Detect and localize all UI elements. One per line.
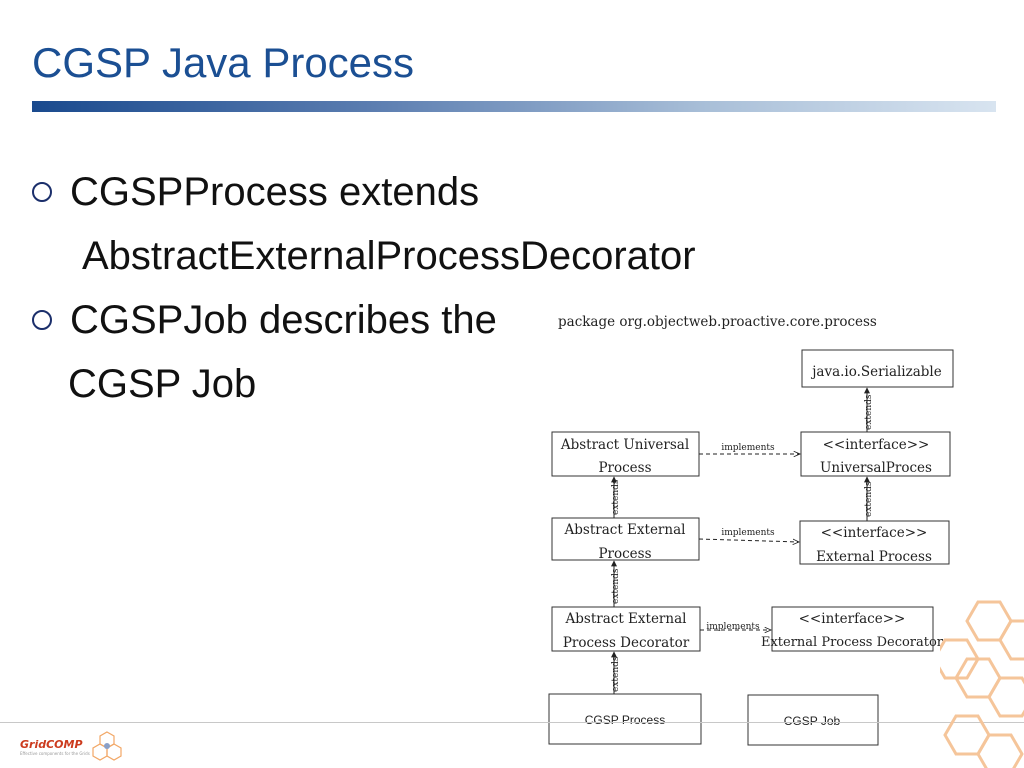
abstract-external-process-decorator-box: Abstract External Process Decorator: [551, 606, 701, 652]
implements-arrow: implements: [698, 528, 799, 542]
box-label: CGSP Process: [585, 713, 665, 727]
box-label: <<interface>>: [799, 611, 906, 627]
extends-label: extends: [611, 568, 621, 604]
circle-bullet-icon: [32, 182, 52, 202]
box-label: <<interface>>: [823, 437, 930, 453]
bullet-item: CGSPProcess extends: [30, 166, 790, 230]
hexagon-decoration: [940, 600, 1024, 768]
box-label: Abstract External: [564, 522, 686, 538]
serializable-box: java.io.Serializable: [801, 349, 954, 388]
extends-arrow: extends: [611, 476, 621, 518]
slide-title: CGSP Java Process: [32, 39, 415, 86]
extends-label: extends: [611, 656, 621, 692]
title-underline-bar: [32, 101, 996, 112]
box-label: Process Decorator: [563, 635, 690, 651]
bullet-text: CGSPJob describes the: [70, 298, 497, 342]
box-label: Process: [598, 546, 651, 562]
footer-divider: [0, 722, 1024, 723]
logo-name: GridCOMP: [20, 738, 83, 751]
box-label: External Process: [816, 549, 932, 565]
bullet-continuation: AbstractExternalProcessDecorator: [30, 230, 790, 294]
bullet-item: CGSPJob describes the: [30, 294, 790, 358]
serializable-label: java.io.Serializable: [810, 364, 942, 380]
extends-arrow: extends: [611, 651, 621, 694]
logo-tagline: Effective components for the Grids: [20, 751, 90, 756]
bullet-text: CGSPProcess extends: [70, 170, 480, 214]
package-label: package org.objectweb.proactive.core.pro…: [558, 314, 877, 330]
extends-arrow: extends: [864, 387, 874, 432]
extends-label: extends: [864, 481, 874, 517]
extends-label: extends: [864, 394, 874, 430]
external-process-interface-box: <<interface>> External Process: [799, 520, 950, 565]
box-label: Abstract External: [565, 611, 687, 627]
box-label: Abstract Universal: [560, 437, 689, 453]
box-label: CGSP Job: [784, 714, 841, 728]
box-label: UniversalProces: [820, 460, 932, 476]
implements-label: implements: [706, 622, 760, 632]
cgsp-job-box: CGSP Job: [747, 694, 879, 746]
bullet-text: CGSP Job: [68, 362, 257, 406]
bullet-continuation: CGSP Job: [30, 358, 790, 422]
bullet-list: CGSPProcess extends AbstractExternalProc…: [30, 166, 790, 422]
abstract-universal-process-box: Abstract Universal Process: [551, 431, 700, 477]
extends-arrow: extends: [864, 476, 874, 521]
logo-hex-icon: [92, 731, 122, 761]
circle-bullet-icon: [32, 310, 52, 330]
extends-arrow: extends: [611, 560, 621, 607]
implements-label: implements: [721, 528, 775, 538]
implements-arrow: implements: [699, 443, 800, 454]
extends-label: extends: [611, 479, 621, 515]
class-diagram: package org.objectweb.proactive.core.pro…: [546, 310, 954, 750]
bullet-text: AbstractExternalProcessDecorator: [82, 234, 696, 278]
box-label: External Process Decorator: [761, 635, 944, 650]
box-label: Process: [598, 460, 651, 476]
universal-process-interface-box: <<interface>> UniversalProces: [800, 431, 951, 477]
implements-arrow: implements: [700, 622, 771, 632]
gridcomp-logo: GridCOMP Effective components for the Gr…: [20, 730, 130, 764]
cgsp-process-box: CGSP Process: [548, 693, 702, 745]
external-process-decorator-interface-box: <<interface>> External Process Decorator: [761, 606, 944, 652]
abstract-external-process-box: Abstract External Process: [551, 517, 700, 562]
box-label: <<interface>>: [821, 525, 928, 541]
implements-label: implements: [721, 443, 775, 453]
